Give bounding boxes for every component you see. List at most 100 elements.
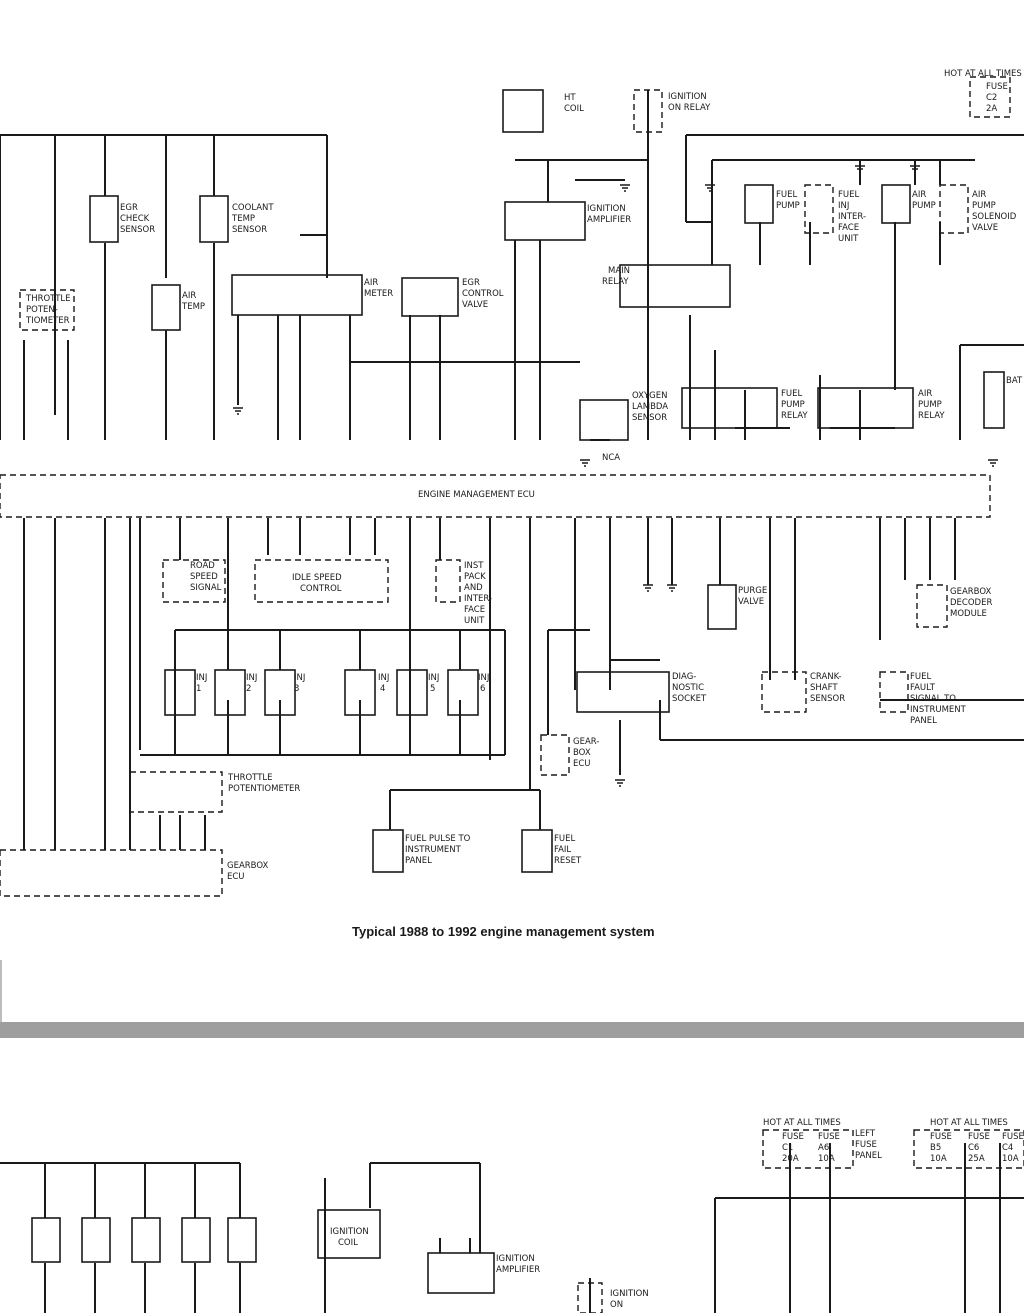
fuse-c1-label: FUSE <box>782 1132 804 1142</box>
solenoid-label-4: VALVE <box>972 223 998 233</box>
ecu-label: ENGINE MANAGEMENT ECU <box>418 490 535 500</box>
fuse-rating-label: 2A <box>986 104 997 114</box>
fault-label-4: INSTRUMENT <box>910 705 967 715</box>
fuse-c1-rating: 20A <box>782 1154 799 1164</box>
crank-label-2: SHAFT <box>810 683 838 693</box>
air-meter-label: AIR <box>364 278 378 288</box>
fuse-b5-id: B5 <box>930 1143 941 1153</box>
inj2-num: 2 <box>246 684 251 694</box>
fuse-b5-rating: 10A <box>930 1154 947 1164</box>
inj3-num: 3 <box>294 684 299 694</box>
fault-label: FUEL <box>910 672 931 682</box>
wiring-diagram: ENGINE MANAGEMENT ECU <box>0 69 1024 939</box>
throttle-pot-label-3: TIOMETER <box>25 316 70 326</box>
fuel-pulse-label-2: INSTRUMENT <box>405 845 462 855</box>
crank-label: CRANK- <box>810 672 841 682</box>
inst-pack-label-4: INTER- <box>464 594 492 604</box>
fp-relay-label-3: RELAY <box>781 411 808 421</box>
air-pump-label-2: PUMP <box>912 201 936 211</box>
fuse-c1-id: C1 <box>782 1143 793 1153</box>
wiring-diagram-2: HOT AT ALL TIMES HOT AT ALL TIMES FUSE C… <box>0 1118 1024 1313</box>
road-speed-label: ROAD <box>190 561 215 571</box>
egr-control-label: EGR <box>462 278 480 288</box>
ap-relay-label-2: PUMP <box>918 400 942 410</box>
ign-on-label-2: ON <box>610 1300 623 1310</box>
throttle2-label: THROTTLE <box>227 773 273 783</box>
fault-label-5: PANEL <box>910 716 937 726</box>
inj-unit-label-2: INJ <box>838 201 849 211</box>
ecu-block: ENGINE MANAGEMENT ECU <box>0 474 991 518</box>
fuse-c6-id: C6 <box>968 1143 979 1153</box>
ign-amp-label: IGNITION <box>587 204 626 214</box>
fuel-pump-label: FUEL <box>776 190 797 200</box>
road-speed-label-3: SIGNAL <box>190 583 222 593</box>
wiring-lines <box>0 90 1024 850</box>
ignition-relay-label: IGNITION <box>668 92 707 102</box>
idle-speed-label: IDLE SPEED <box>292 573 342 583</box>
inj-unit-label: FUEL <box>838 190 859 200</box>
fuse-a6-id: A6 <box>818 1143 829 1153</box>
inj1-num: 1 <box>196 684 201 694</box>
ignition-coil-label: IGNITION <box>330 1227 369 1237</box>
egr-check-label-3: SENSOR <box>120 225 155 235</box>
gearbox-ecu-label: GEARBOX <box>227 861 269 871</box>
fault-label-3: SIGNAL TO <box>910 694 956 704</box>
air-temp-label: AIR <box>182 291 196 301</box>
inj6-label: INJ <box>478 673 489 683</box>
inj-unit-label-3: INTER- <box>838 212 866 222</box>
egr-check-label: EGR <box>120 203 138 213</box>
gb-ecu-small-label-3: ECU <box>573 759 591 769</box>
inst-pack-label-5: FACE <box>464 605 485 615</box>
page2-labels: HOT AT ALL TIMES HOT AT ALL TIMES FUSE C… <box>330 1118 1024 1310</box>
fuse-a6-label: FUSE <box>818 1132 840 1142</box>
purge-label-2: VALVE <box>738 597 764 607</box>
solenoid-label-2: PUMP <box>972 201 996 211</box>
hot-left-label: HOT AT ALL TIMES <box>763 1118 841 1128</box>
air-meter-label-2: METER <box>364 289 393 299</box>
oxygen-label-2: LAMBDA <box>632 402 668 412</box>
throttle-pot-label: THROTTLE <box>25 294 71 304</box>
main-relay-label: MAIN <box>608 266 630 276</box>
components <box>0 76 1011 897</box>
crank-label-3: SENSOR <box>810 694 845 704</box>
coolant-label-2: TEMP <box>231 214 255 224</box>
diag-label-3: SOCKET <box>672 694 707 704</box>
gb-ecu-small-label: GEAR- <box>573 737 599 747</box>
throttle-pot-label-2: POTEN- <box>26 305 58 315</box>
road-speed-label-2: SPEED <box>190 572 218 582</box>
components-2 <box>31 1129 1024 1313</box>
throttle2-label-2: POTENTIOMETER <box>228 784 300 794</box>
page-separator <box>0 1022 1024 1038</box>
fuel-fail-label: FUEL <box>554 834 575 844</box>
fuel-fail-label-3: RESET <box>554 856 582 866</box>
left-fuse-panel-label-2: FUSE <box>855 1140 877 1150</box>
ignition-coil-label-2: COIL <box>338 1238 358 1248</box>
ap-relay-label-3: RELAY <box>918 411 945 421</box>
inj2-label: INJ <box>246 673 257 683</box>
inj3-label: INJ <box>294 673 305 683</box>
inj4-num: 4 <box>380 684 385 694</box>
decoder-label-3: MODULE <box>950 609 987 619</box>
gb-ecu-small-label-2: BOX <box>573 748 591 758</box>
ignition-relay-label-2: ON RELAY <box>668 103 711 113</box>
ht-coil-label-2: COIL <box>564 104 584 114</box>
diagram-page: ENGINE MANAGEMENT ECU <box>0 69 1024 1022</box>
fp-relay-label-2: PUMP <box>781 400 805 410</box>
fuse-label: FUSE <box>986 82 1008 92</box>
fp-relay-label: FUEL <box>781 389 802 399</box>
hot-label: HOT AT ALL TIMES <box>944 69 1022 79</box>
ap-relay-label: AIR <box>918 389 932 399</box>
ign-amp2-label-2: AMPLIFIER <box>496 1265 540 1275</box>
fault-label-2: FAULT <box>910 683 936 693</box>
fuel-fail-label-2: FAIL <box>554 845 571 855</box>
diagram-page-2: HOT AT ALL TIMES HOT AT ALL TIMES FUSE C… <box>0 1038 1024 1313</box>
inst-pack-label: INST <box>464 561 484 571</box>
decoder-label-2: DECODER <box>950 598 992 608</box>
gearbox-ecu-label-2: ECU <box>227 872 245 882</box>
solenoid-label: AIR <box>972 190 986 200</box>
fuse-id-label: C2 <box>986 93 997 103</box>
air-temp-label-2: TEMP <box>181 302 205 312</box>
egr-control-label-2: CONTROL <box>462 289 504 299</box>
inj-unit-label-5: UNIT <box>838 234 859 244</box>
